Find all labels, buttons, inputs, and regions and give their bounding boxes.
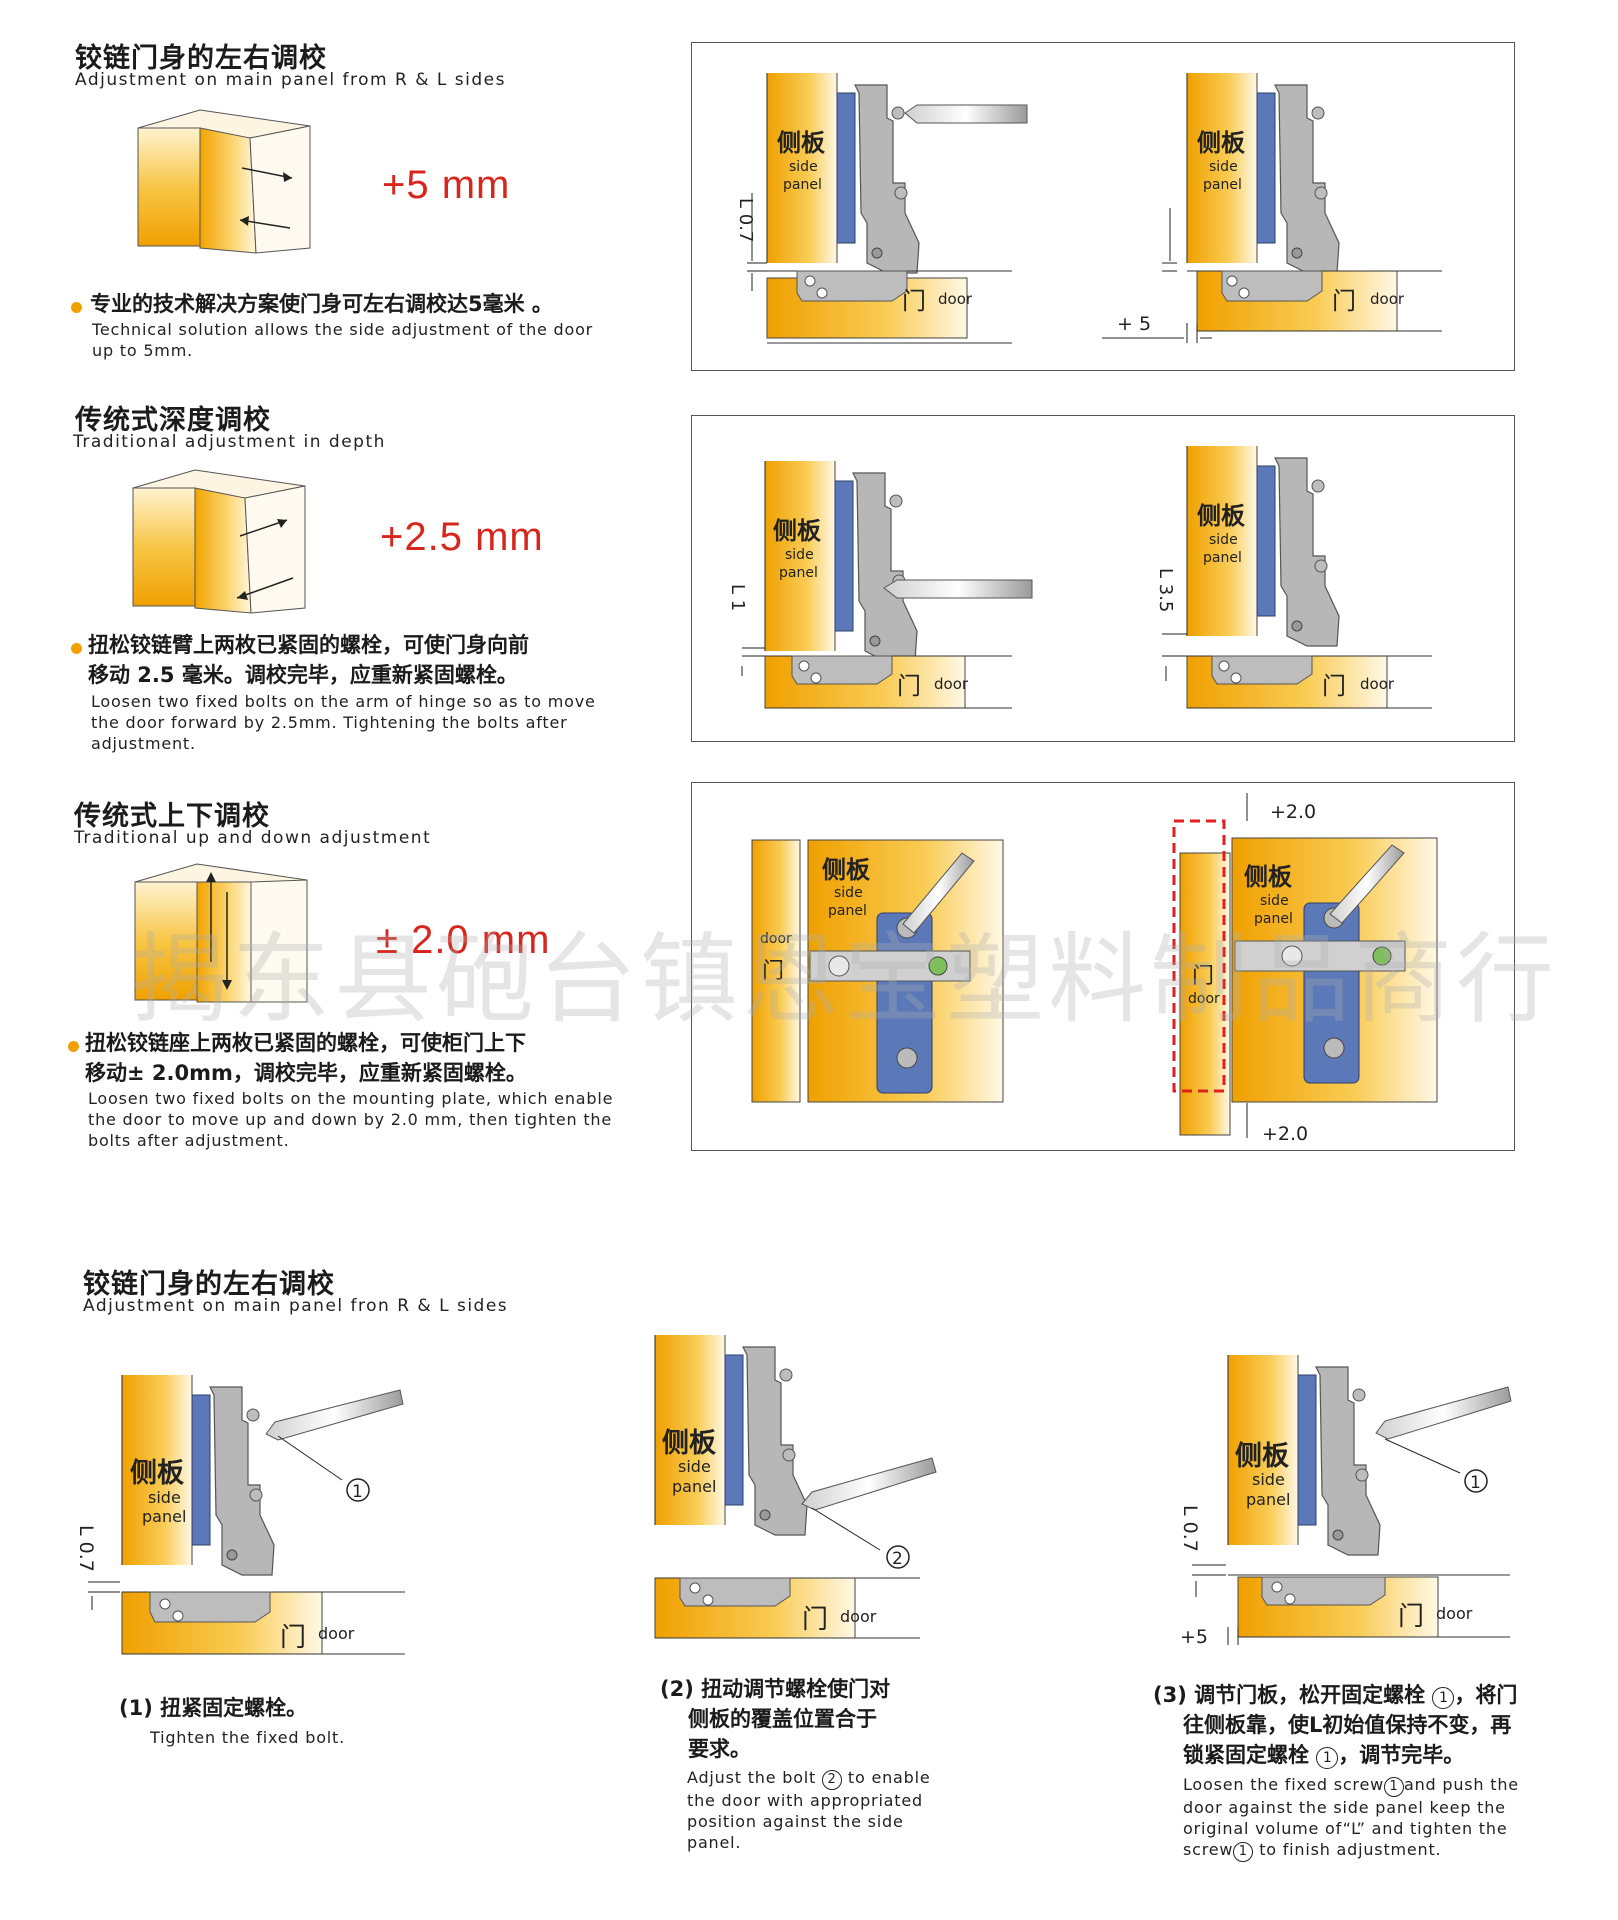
section1-desc-cn: 专业的技术解决方案使门身可左右调校达5毫米 。 bbox=[90, 292, 553, 316]
svg-text:panel: panel bbox=[1203, 550, 1242, 566]
svg-text:+ 5: + 5 bbox=[1117, 313, 1151, 335]
svg-text:门: 门 bbox=[802, 1605, 828, 1635]
diagram-frame-updown-adjustment: 侧板 side panel door 门 侧板 side panel 门 doo… bbox=[691, 782, 1515, 1151]
svg-text:侧板: 侧板 bbox=[1235, 1441, 1289, 1472]
section3-value: ± 2.0 mm bbox=[376, 918, 551, 962]
svg-text:2: 2 bbox=[892, 1549, 903, 1569]
section3-cabinet-illustration bbox=[134, 863, 308, 1003]
side-label-cn: 侧板 bbox=[777, 129, 826, 157]
svg-text:panel: panel bbox=[1246, 1490, 1290, 1509]
svg-text:panel: panel bbox=[1254, 911, 1293, 927]
bottom-title-en: Adjustment on main panel fron R & L side… bbox=[83, 1296, 509, 1316]
svg-text:门: 门 bbox=[1398, 1602, 1424, 1632]
svg-text:panel: panel bbox=[1203, 177, 1242, 193]
section2-cabinet-illustration bbox=[132, 469, 306, 614]
section3-title-en: Traditional up and down adjustment bbox=[74, 828, 432, 848]
svg-text:+5: +5 bbox=[1180, 1626, 1208, 1648]
step2-desc-en: Adjust the bolt 2 to enable the door wit… bbox=[687, 1768, 931, 1852]
svg-text:侧板: 侧板 bbox=[822, 856, 871, 884]
svg-text:side: side bbox=[785, 547, 814, 563]
svg-text:door: door bbox=[1436, 1604, 1473, 1623]
svg-text:side: side bbox=[678, 1457, 711, 1476]
svg-text:侧板: 侧板 bbox=[1244, 863, 1293, 891]
svg-text:门: 门 bbox=[1192, 964, 1214, 989]
section2-desc-cn: 扭松铰链臂上两枚已紧固的螺栓，可使门身向前移动 2.5 毫米。调校完毕，应重新紧… bbox=[88, 633, 529, 687]
svg-text:侧板: 侧板 bbox=[130, 1458, 184, 1489]
svg-text:side: side bbox=[789, 159, 818, 175]
step2-diagram: 侧板 side panel 门 door 2 bbox=[654, 1334, 937, 1639]
step1-desc-en: Tighten the fixed bolt. bbox=[150, 1728, 346, 1747]
svg-text:+2.0: +2.0 bbox=[1270, 801, 1316, 823]
svg-text:panel: panel bbox=[779, 565, 818, 581]
svg-text:side: side bbox=[834, 885, 863, 901]
svg-text:1: 1 bbox=[352, 1482, 363, 1502]
bullet-dot bbox=[71, 643, 82, 654]
bullet-dot bbox=[68, 1041, 79, 1052]
svg-text:side: side bbox=[1260, 893, 1289, 909]
section1-title-cn: 铰链门身的左右调校 bbox=[75, 43, 327, 74]
section1-desc-en: Technical solution allows the side adjus… bbox=[92, 320, 594, 360]
svg-text:L 0.7: L 0.7 bbox=[80, 1525, 97, 1572]
section1-cabinet-illustration bbox=[137, 109, 311, 254]
bullet-dot bbox=[71, 302, 82, 313]
watermark: 揭东县砲台镇恩宝塑料制品商行 bbox=[130, 923, 1559, 1037]
step1-desc-cn: (1) 扭紧固定螺栓。 bbox=[119, 1696, 308, 1720]
section1-value: +5 mm bbox=[382, 163, 511, 207]
svg-text:+2.0: +2.0 bbox=[1262, 1123, 1308, 1145]
svg-text:1: 1 bbox=[1470, 1473, 1481, 1493]
section2-desc-en: Loosen two fixed bolts on the arm of hin… bbox=[91, 692, 596, 753]
svg-text:门: 门 bbox=[280, 1623, 306, 1653]
svg-text:door: door bbox=[1188, 991, 1220, 1007]
svg-text:door: door bbox=[934, 675, 969, 693]
svg-text:panel: panel bbox=[828, 903, 867, 919]
svg-text:panel: panel bbox=[142, 1507, 186, 1526]
svg-text:side: side bbox=[1252, 1470, 1285, 1489]
svg-text:side: side bbox=[1209, 532, 1238, 548]
svg-text:L 3.5: L 3.5 bbox=[1155, 568, 1176, 612]
svg-text:door: door bbox=[840, 1607, 877, 1626]
svg-text:门: 门 bbox=[1332, 287, 1356, 315]
section2-title-cn: 传统式深度调校 bbox=[75, 405, 271, 436]
svg-text:门: 门 bbox=[902, 287, 926, 315]
step1-diagram: 侧板 side panel 门 door 1 L 0.7 bbox=[80, 1374, 405, 1655]
step3-desc-cn: (3) 调节门板，松开固定螺栓 1，将门 往侧板靠，使L初始值保持不变，再 锁紧… bbox=[1153, 1683, 1518, 1769]
section3-title-cn: 传统式上下调校 bbox=[74, 801, 270, 832]
svg-text:side: side bbox=[1209, 159, 1238, 175]
svg-text:L 1: L 1 bbox=[727, 584, 748, 611]
section2-title-en: Traditional adjustment in depth bbox=[73, 432, 386, 452]
svg-text:door: door bbox=[938, 290, 973, 308]
svg-text:panel: panel bbox=[672, 1477, 716, 1496]
svg-text:L 0.7: L 0.7 bbox=[735, 198, 756, 242]
svg-text:door: door bbox=[318, 1624, 355, 1643]
svg-text:door: door bbox=[760, 931, 792, 947]
svg-text:门: 门 bbox=[1322, 672, 1346, 700]
svg-text:L 0.7: L 0.7 bbox=[1180, 1505, 1201, 1552]
section3-desc-en: Loosen two fixed bolts on the mounting p… bbox=[88, 1089, 614, 1150]
svg-text:门: 门 bbox=[762, 959, 784, 984]
svg-text:door: door bbox=[1370, 290, 1405, 308]
step3-diagram: 侧板 side panel 门 door 1 L 0.7 +5 bbox=[1180, 1354, 1512, 1648]
svg-text:侧板: 侧板 bbox=[1197, 129, 1246, 157]
svg-text:侧板: 侧板 bbox=[1197, 502, 1246, 530]
svg-text:panel: panel bbox=[783, 177, 822, 193]
svg-text:侧板: 侧板 bbox=[773, 517, 822, 545]
svg-text:侧板: 侧板 bbox=[662, 1428, 716, 1459]
bottom-title-cn: 铰链门身的左右调校 bbox=[83, 1269, 335, 1300]
svg-text:door: door bbox=[1360, 675, 1395, 693]
step2-desc-cn: (2) 扭动调节螺栓使门对 侧板的覆盖位置合于 要求。 bbox=[660, 1677, 891, 1761]
svg-text:门: 门 bbox=[897, 672, 921, 700]
section2-value: +2.5 mm bbox=[380, 515, 544, 559]
section1-title-en: Adjustment on main panel from R & L side… bbox=[75, 70, 506, 90]
section3-desc-cn: 扭松铰链座上两枚已紧固的螺栓，可使柜门上下移动± 2.0mm，调校完毕，应重新紧… bbox=[85, 1031, 527, 1085]
svg-text:side: side bbox=[148, 1488, 181, 1507]
diagram-frame-depth-adjustment: 侧板 side panel 门 door L 1 侧板 side panel 门… bbox=[691, 415, 1515, 742]
diagram-frame-side-adjustment: 侧板 side panel 门 door L 0.7 侧板 side panel bbox=[691, 42, 1515, 371]
